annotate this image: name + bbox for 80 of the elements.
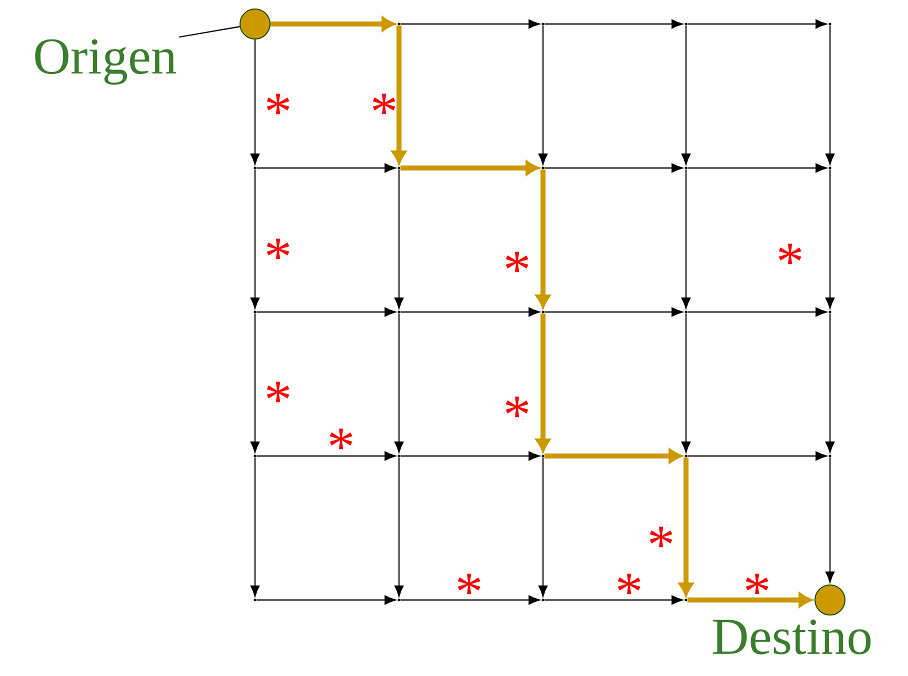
asterisk-mark: * — [458, 574, 480, 594]
asterisk-mark: * — [650, 526, 672, 548]
arrow — [538, 457, 548, 597]
arrow — [400, 307, 540, 317]
grid-junction — [828, 454, 832, 458]
endpoint-circle — [240, 8, 270, 40]
path-arrow — [536, 313, 550, 452]
path-arrow — [544, 448, 682, 464]
grid-junction — [254, 310, 256, 314]
path-arrow — [400, 160, 539, 176]
asterisk-mark: * — [506, 252, 528, 272]
grid-junction — [542, 22, 544, 26]
arrow — [256, 451, 396, 461]
arrow — [400, 451, 540, 461]
grid-junction — [398, 454, 400, 458]
arrow — [825, 313, 835, 453]
path-arrow — [392, 25, 406, 164]
asterisk-mark: * — [330, 428, 352, 450]
arrow — [681, 313, 691, 453]
arrow — [687, 163, 827, 173]
grid-junction — [542, 310, 544, 314]
arrow — [544, 19, 683, 29]
grid-junction — [398, 598, 400, 602]
path-arrow — [678, 457, 694, 596]
asterisk-mark: * — [372, 94, 396, 114]
asterisk-mark: * — [266, 238, 290, 260]
path-arrow — [687, 592, 812, 608]
grid-junction — [254, 598, 256, 602]
arrow — [825, 169, 835, 309]
grid-junction — [828, 310, 832, 314]
grid-junction — [254, 454, 256, 458]
path-arrow — [270, 16, 395, 32]
arrow — [250, 457, 260, 597]
node-label: Origen — [35, 39, 176, 85]
leader-line — [179, 26, 240, 38]
arrow — [394, 169, 404, 309]
arrow — [825, 457, 835, 583]
arrow — [400, 19, 540, 29]
grid-junction — [828, 166, 832, 170]
arrow — [544, 307, 683, 317]
endpoint-circle — [814, 584, 846, 616]
arrow — [394, 313, 404, 453]
arrow — [394, 457, 404, 597]
grid-junction — [542, 454, 544, 458]
grid-junction — [684, 454, 688, 458]
arrow — [400, 595, 540, 605]
arrow — [538, 25, 548, 165]
grid-junction — [684, 166, 688, 170]
arrow — [544, 163, 683, 173]
asterisk-mark: * — [266, 94, 290, 114]
asterisk-mark: * — [618, 574, 640, 594]
path-arrow — [536, 169, 550, 308]
grid-junction — [398, 22, 400, 26]
grid-junction — [542, 598, 544, 602]
arrow — [681, 169, 691, 309]
grid-junction — [542, 166, 544, 170]
arrow — [256, 163, 396, 173]
arrow — [250, 169, 260, 309]
arrow — [681, 25, 691, 165]
arrow — [250, 313, 260, 453]
grid-junction — [398, 310, 400, 314]
asterisk-mark: * — [746, 574, 768, 594]
grid-junction — [684, 598, 688, 602]
grid-junction — [254, 166, 256, 170]
arrow — [250, 40, 260, 165]
asterisk-mark: * — [778, 244, 802, 264]
arrow — [256, 307, 396, 317]
grid-junction — [828, 22, 832, 26]
asterisk-mark: * — [266, 382, 290, 402]
grid-junction — [684, 310, 688, 314]
arrow — [687, 307, 827, 317]
arrow — [825, 25, 835, 165]
node-caption: Destino — [712, 620, 871, 654]
arrow — [544, 595, 683, 605]
arrow — [687, 451, 827, 461]
grid-junction — [398, 166, 400, 170]
arrow — [687, 19, 827, 29]
grid-junction — [684, 22, 688, 26]
asterisk-mark: * — [506, 396, 528, 418]
arrow — [256, 595, 396, 605]
